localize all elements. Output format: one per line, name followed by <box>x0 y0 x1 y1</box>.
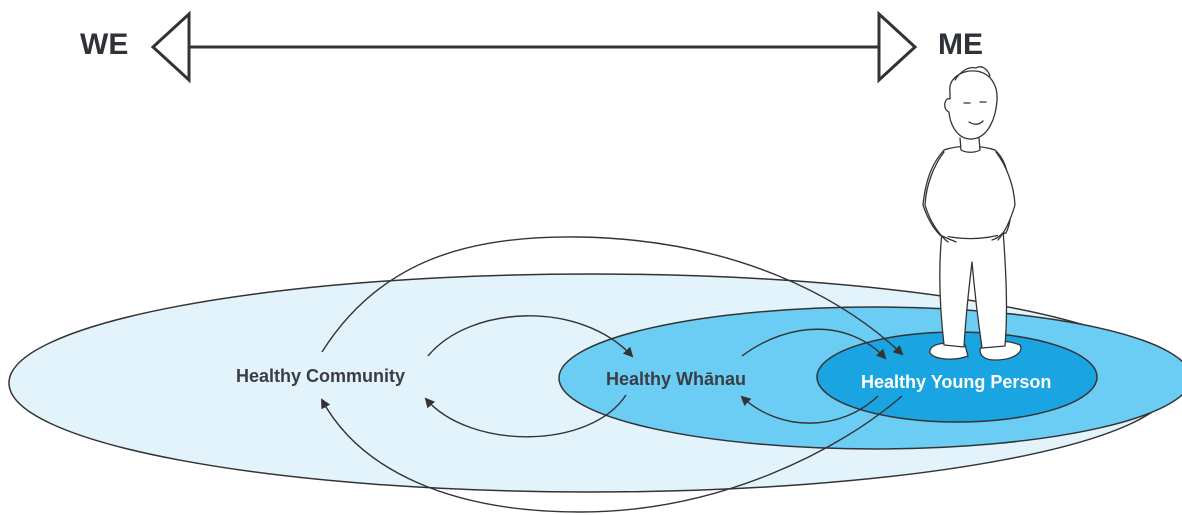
me-label: ME <box>938 28 983 61</box>
arc-young-person-to-community <box>321 395 903 513</box>
interaction-arrows <box>321 236 904 513</box>
arc-whanau-to-young-person <box>741 328 887 360</box>
healthy-whanau-label: Healthy Whānau <box>606 369 747 389</box>
arc-community-to-whanau <box>427 315 634 358</box>
healthy-community-label: Healthy Community <box>236 366 406 386</box>
standing-person-icon <box>922 66 1022 361</box>
we-me-arrow <box>150 10 918 84</box>
healthy-young-person-label: Healthy Young Person <box>861 372 1052 392</box>
arc-whanau-to-community <box>424 394 627 438</box>
we-label: WE <box>80 28 129 61</box>
arc-community-to-young-person <box>321 236 904 356</box>
arc-young-person-to-whanau <box>740 395 879 424</box>
